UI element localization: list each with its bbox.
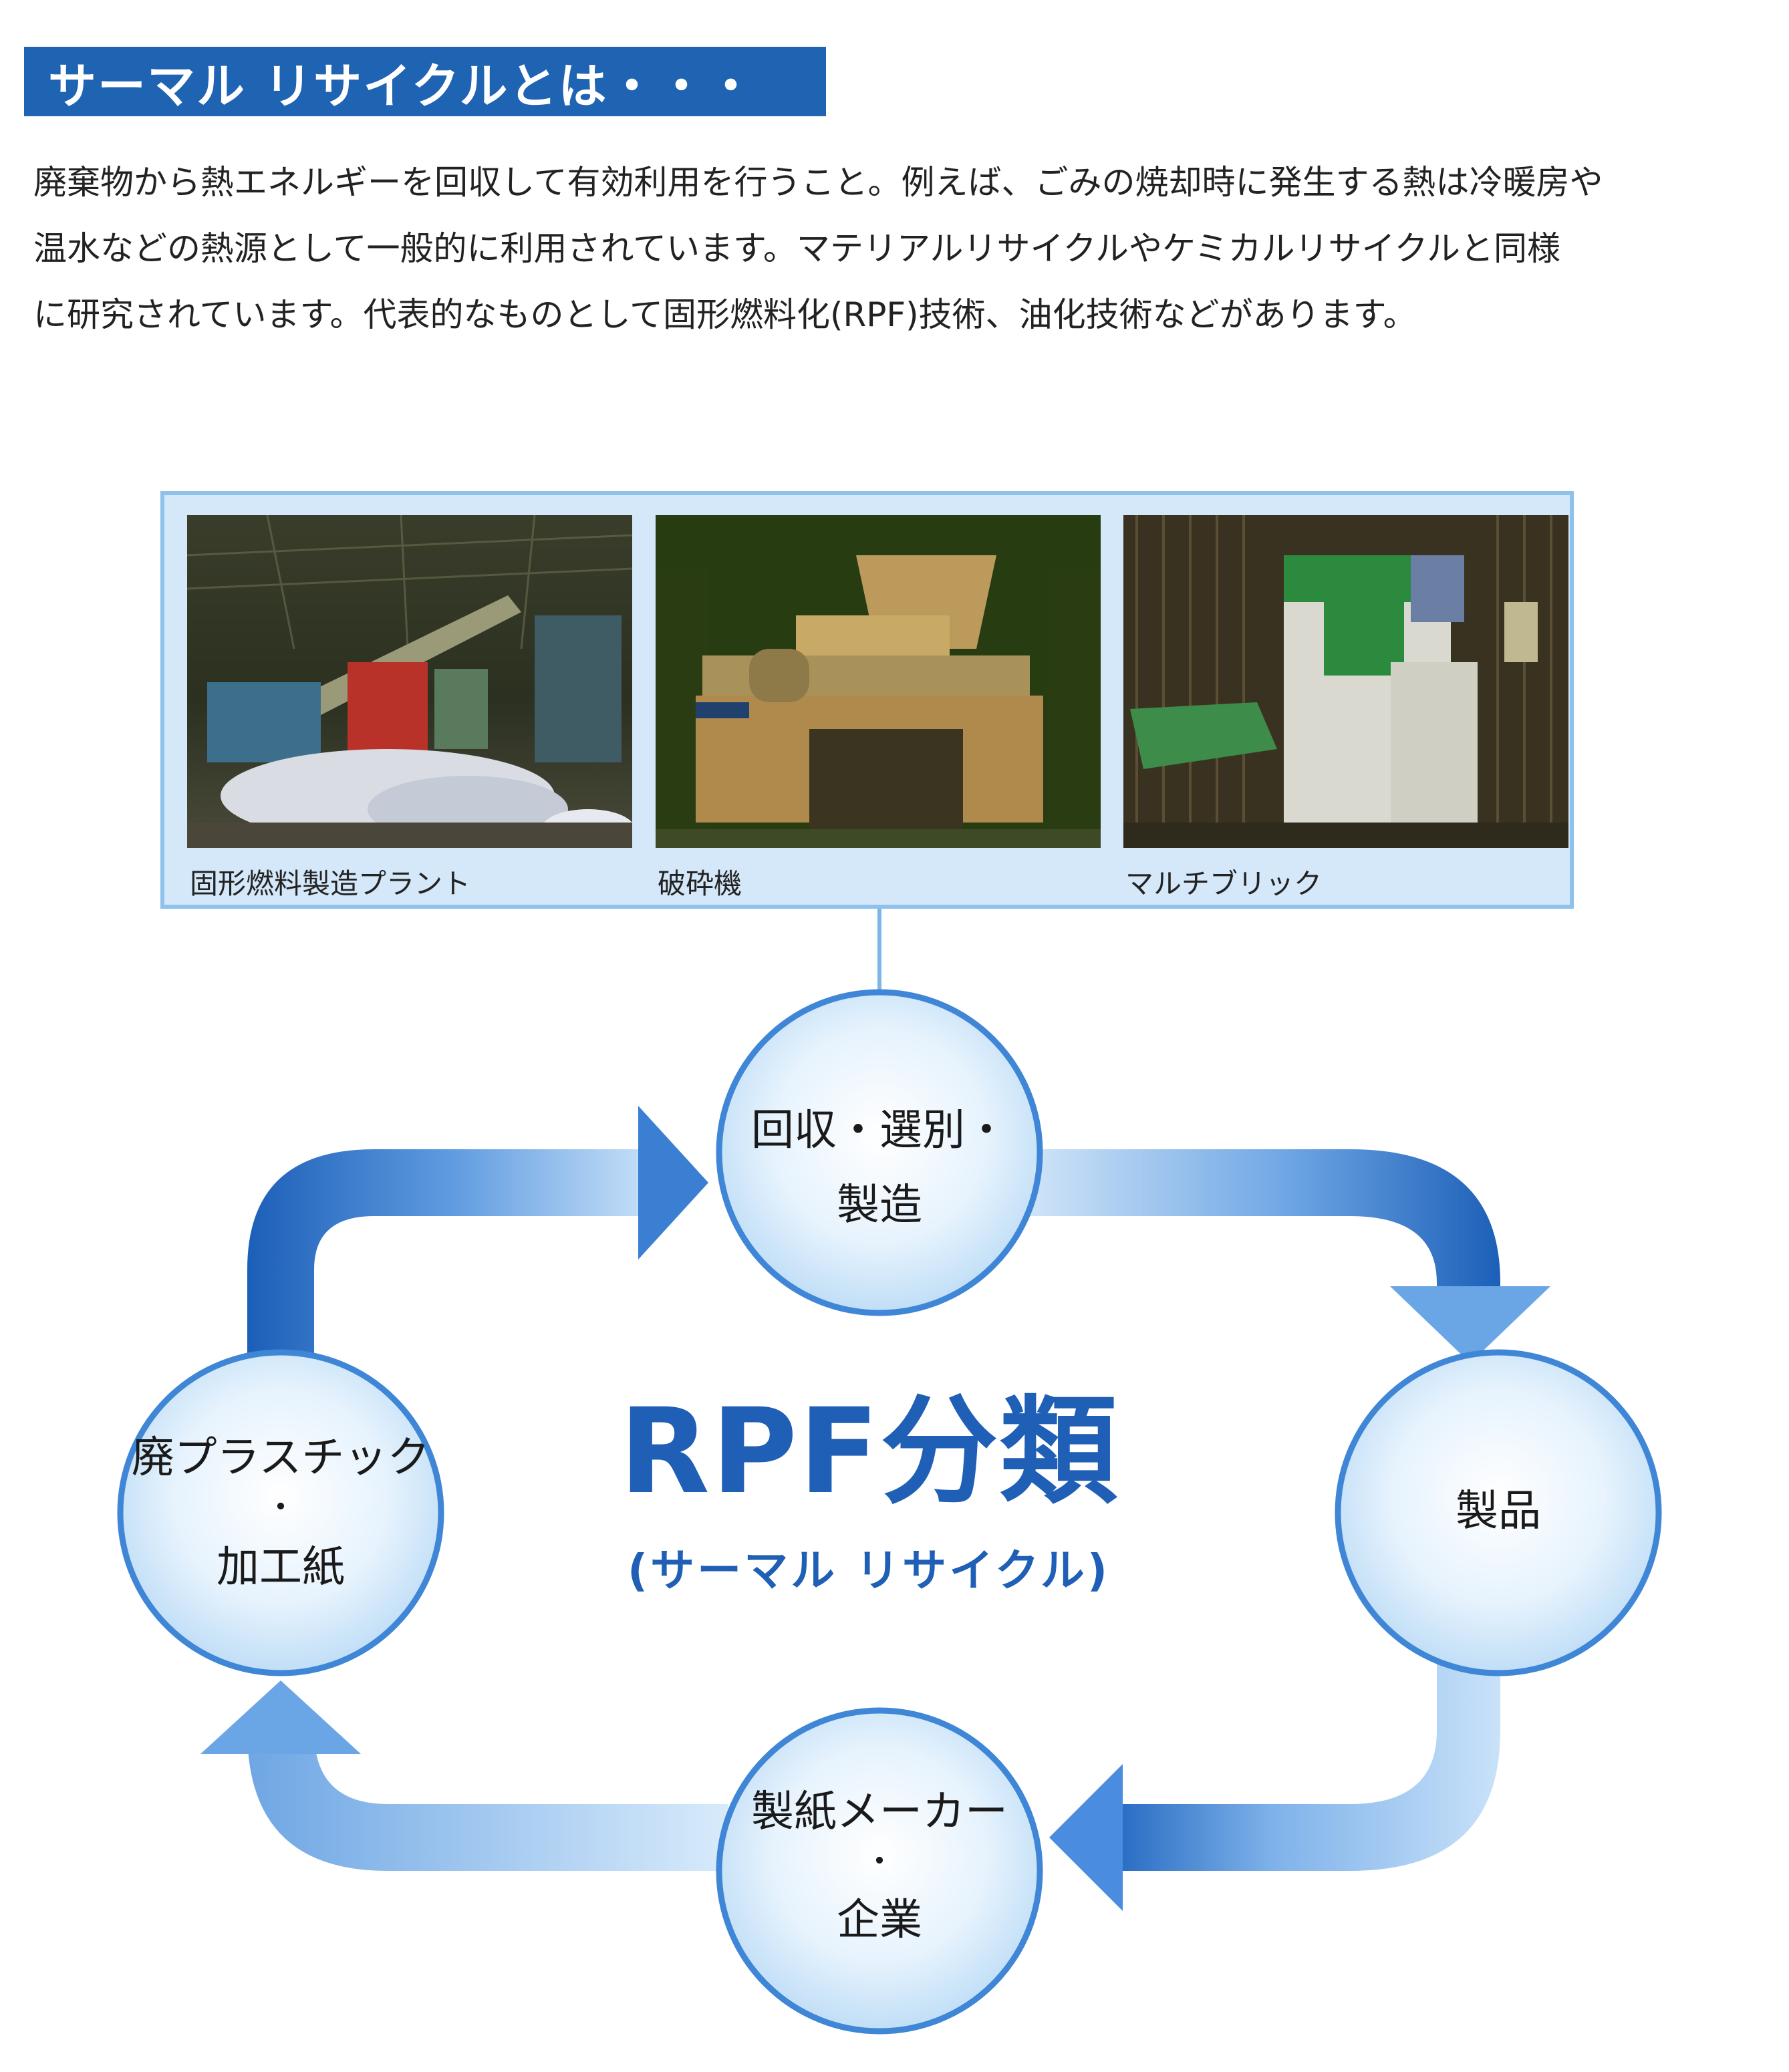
- node-top-line1: 回収・選別・: [751, 1106, 1008, 1155]
- node-left-dot: ・: [264, 1489, 297, 1526]
- node-top-line2: 製造: [837, 1181, 922, 1230]
- node-right-line1: 製品: [1456, 1487, 1541, 1536]
- photo-crusher: [656, 515, 1101, 848]
- intro-line-1: 廃棄物から熱エネルギーを回収して有効利用を行うこと。例えば、ごみの焼却時に発生す…: [33, 163, 1603, 202]
- title-banner: サーマル リサイクルとは・・・: [24, 47, 826, 116]
- center-subtitle: (サーマル リサイクル): [627, 1545, 1110, 1596]
- node-left-line1: 廃プラスチック: [131, 1433, 430, 1483]
- caption-multibrick: マルチブリック: [1125, 867, 1323, 900]
- center-title: RPF分類: [619, 1383, 1119, 1520]
- node-left-line2: 加工紙: [217, 1543, 345, 1592]
- intro-line-3: に研究されています。代表的なものとして固形燃料化(RPF)技術、油化技術などがあ…: [33, 295, 1417, 334]
- photo-multibrick: [1123, 515, 1568, 848]
- node-bottom-line2: 企業: [837, 1896, 922, 1945]
- page-title: サーマル リサイクルとは・・・: [48, 57, 756, 114]
- node-top-circle: [716, 989, 1043, 1316]
- caption-fuel-plant: 固形燃料製造プラント: [190, 867, 471, 900]
- node-bottom-dot: ・: [863, 1843, 896, 1880]
- photo-fuel-plant: [186, 514, 635, 849]
- node-bottom-line1: 製紙メーカー: [751, 1787, 1008, 1837]
- node-left-circle: [117, 1349, 444, 1676]
- photo-panel: 固形燃料製造プラント 破砕機 マルチブリック: [160, 491, 1574, 909]
- node-bottom-circle: [716, 1707, 1043, 2035]
- caption-crusher: 破砕機: [658, 867, 742, 900]
- intro-line-2: 温水などの熱源として一般的に利用されています。マテリアルリサイクルやケミカルリサ…: [33, 229, 1560, 268]
- node-right-circle: [1335, 1349, 1662, 1676]
